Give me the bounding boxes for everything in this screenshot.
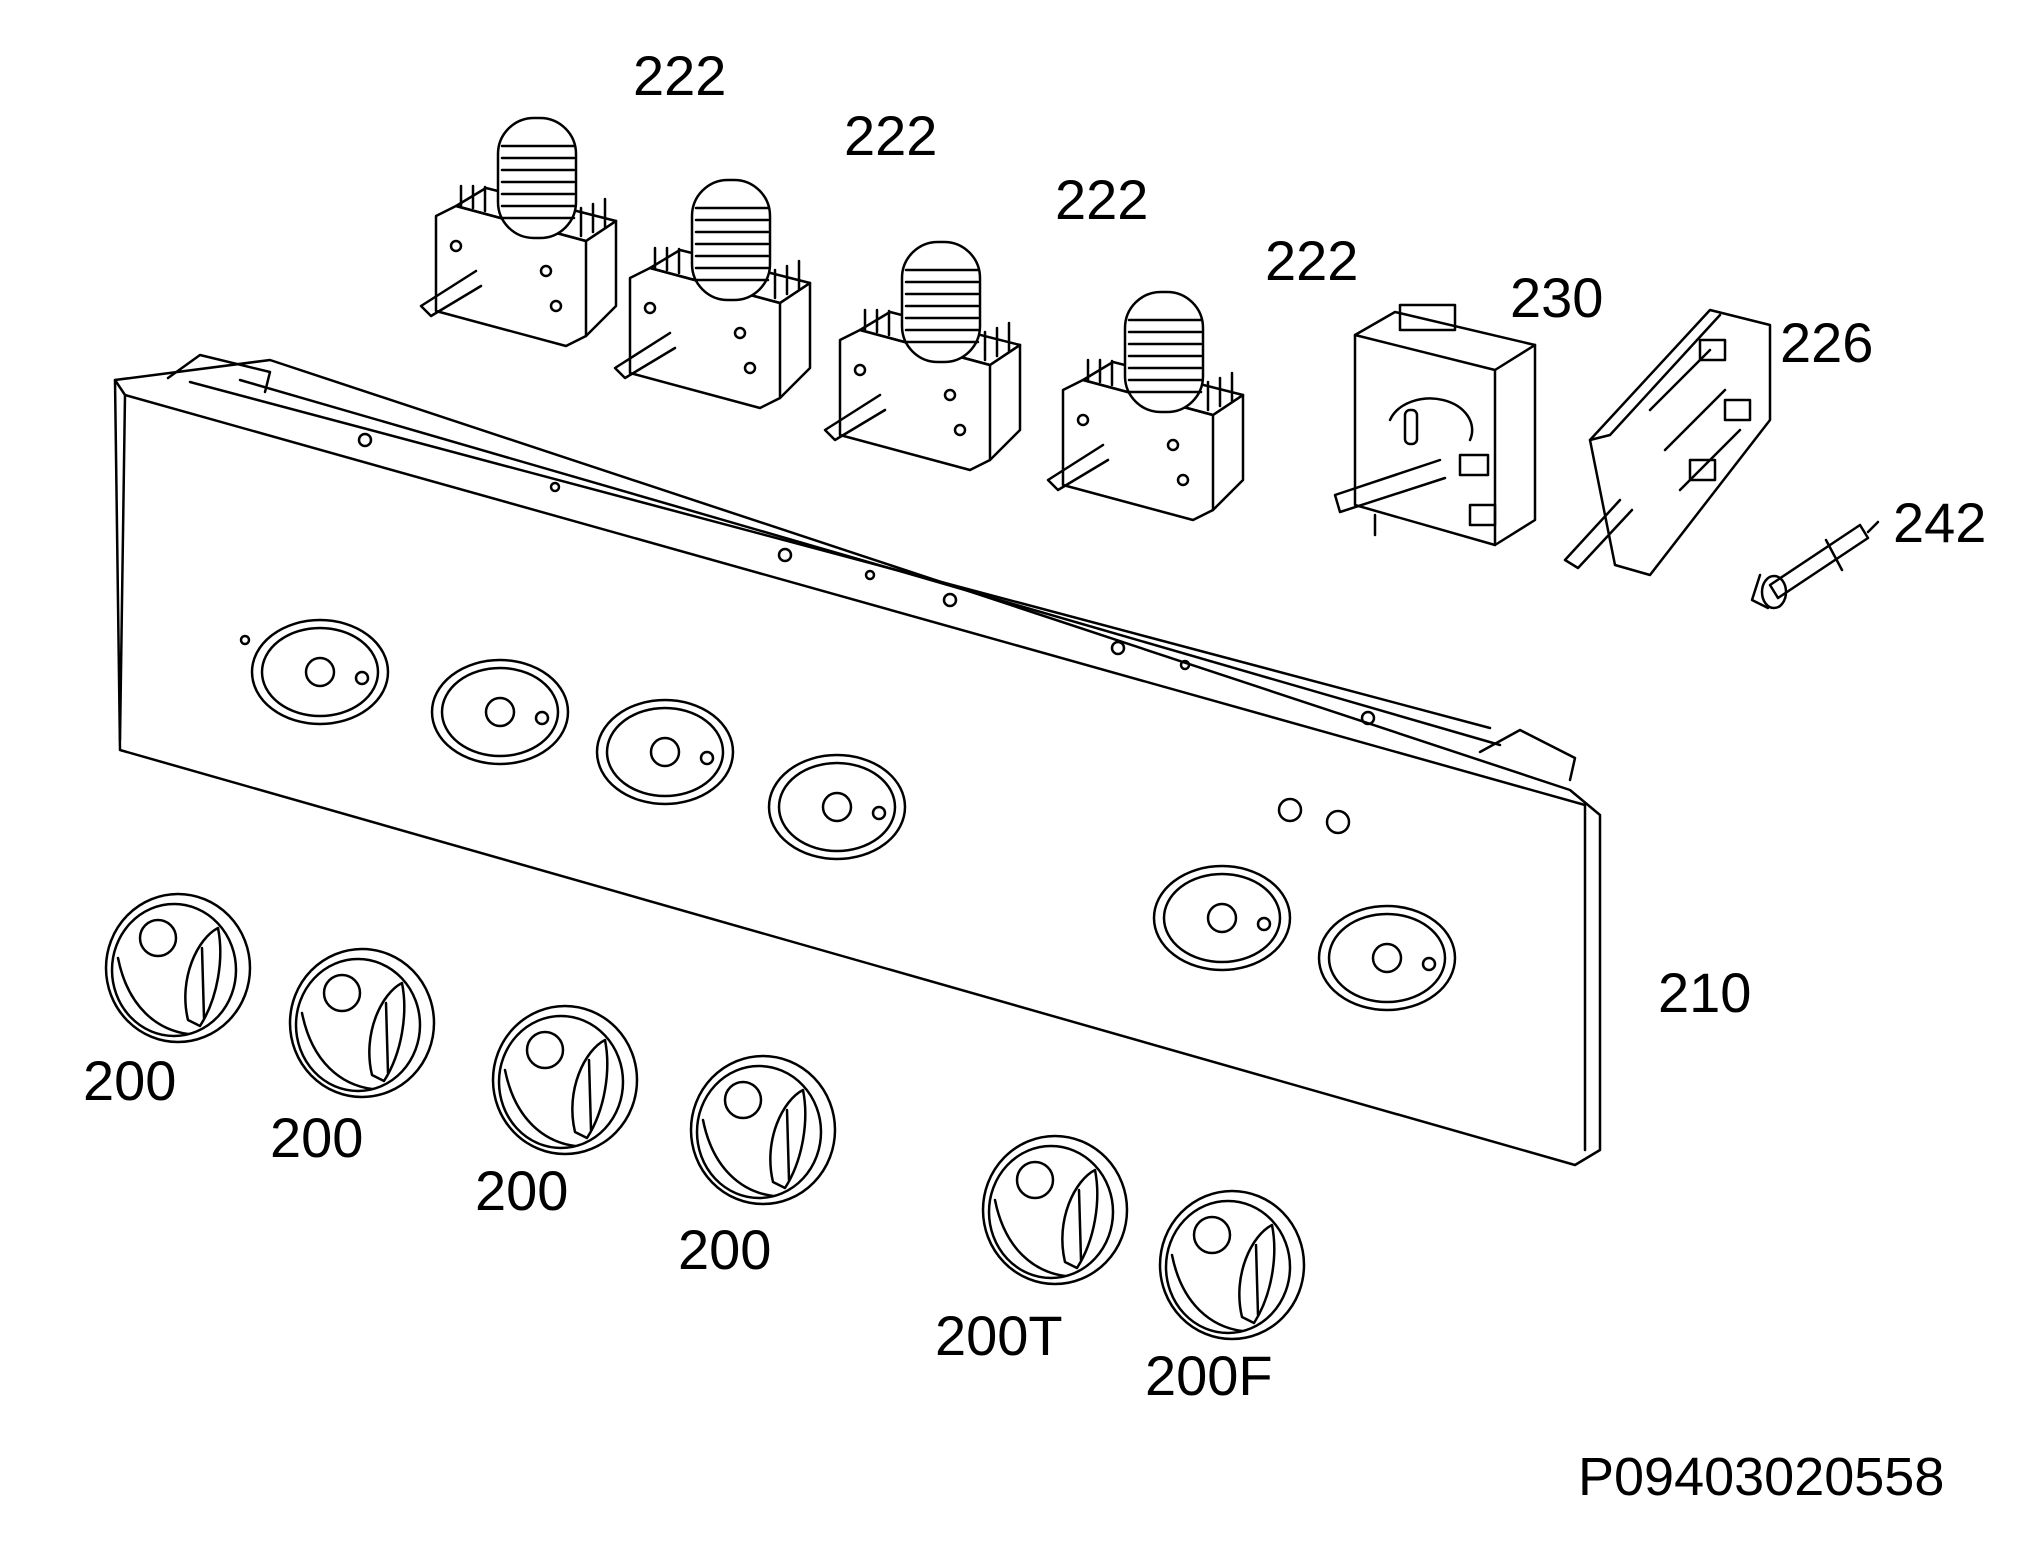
callout-knob-4: 200: [678, 1218, 772, 1281]
knob-t: [981, 1134, 1129, 1286]
callout-knob-f: 200F: [1145, 1344, 1273, 1407]
callout-switch-1: 222: [633, 44, 727, 107]
document-id: P09403020558: [1578, 1447, 1945, 1507]
callout-knob-3: 200: [475, 1159, 569, 1222]
rotary-switch-4: [1046, 290, 1245, 522]
callout-thermostat: 230: [1510, 266, 1604, 329]
thermostat: [1333, 303, 1537, 547]
knob-openings: [250, 618, 1457, 1012]
knob-4: [689, 1054, 837, 1206]
knobs: [104, 892, 1306, 1341]
callout-panel: 210: [1658, 961, 1752, 1024]
callout-knob-1: 200: [83, 1049, 177, 1112]
control-panel: [113, 353, 1602, 1167]
knob-opening-3: [595, 698, 735, 806]
callout-switch-3: 222: [1055, 168, 1149, 231]
callout-knob-2: 200: [270, 1106, 364, 1169]
knob-opening-1: [250, 618, 390, 726]
rotary-switch-1: [419, 116, 618, 348]
rotary-switch-2: [613, 178, 812, 410]
knob-opening-6: [1317, 904, 1457, 1012]
knob-1: [104, 892, 252, 1044]
callout-knob-t: 200T: [935, 1304, 1063, 1367]
callout-bracket: 226: [1780, 311, 1874, 374]
knob-2: [288, 947, 436, 1099]
knob-opening-4: [767, 753, 907, 861]
rotary-switches: [419, 116, 1245, 522]
knob-f: [1158, 1189, 1306, 1341]
knob-opening-5: [1152, 864, 1292, 972]
knob-3: [491, 1004, 639, 1156]
callout-switch-2: 222: [844, 104, 938, 167]
callout-switch-4: 222: [1265, 229, 1359, 292]
callout-sensor: 242: [1893, 491, 1987, 554]
rotary-switch-3: [823, 240, 1022, 472]
knob-opening-2: [430, 658, 570, 766]
bracket: [1563, 308, 1772, 577]
sensor: [1750, 520, 1880, 610]
